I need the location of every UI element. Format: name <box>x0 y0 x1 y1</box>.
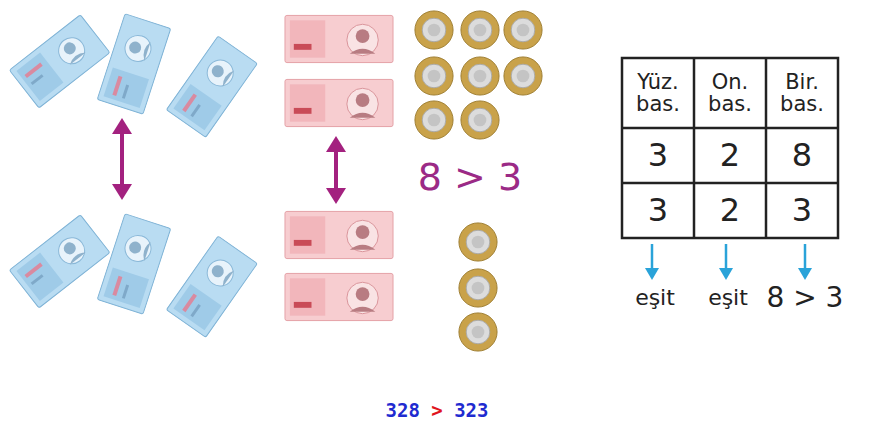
table-cell: 3 <box>623 194 693 228</box>
result-text: eşit <box>688 286 768 309</box>
table-cell: 8 <box>767 139 837 173</box>
table-header: Bir. bas. <box>767 71 837 115</box>
table-header: Yüz. bas. <box>623 71 693 115</box>
caption: 328 > 323 <box>337 399 537 421</box>
table-cell: 3 <box>623 139 693 173</box>
table-cell: 2 <box>695 194 765 228</box>
table-cell: 2 <box>695 139 765 173</box>
table-cell: 3 <box>767 194 837 228</box>
table-header: On. bas. <box>695 71 765 115</box>
result-text: eşit <box>615 286 695 309</box>
comparison-text: 8 > 3 <box>400 158 540 198</box>
result-text: 8 > 3 <box>750 283 860 312</box>
